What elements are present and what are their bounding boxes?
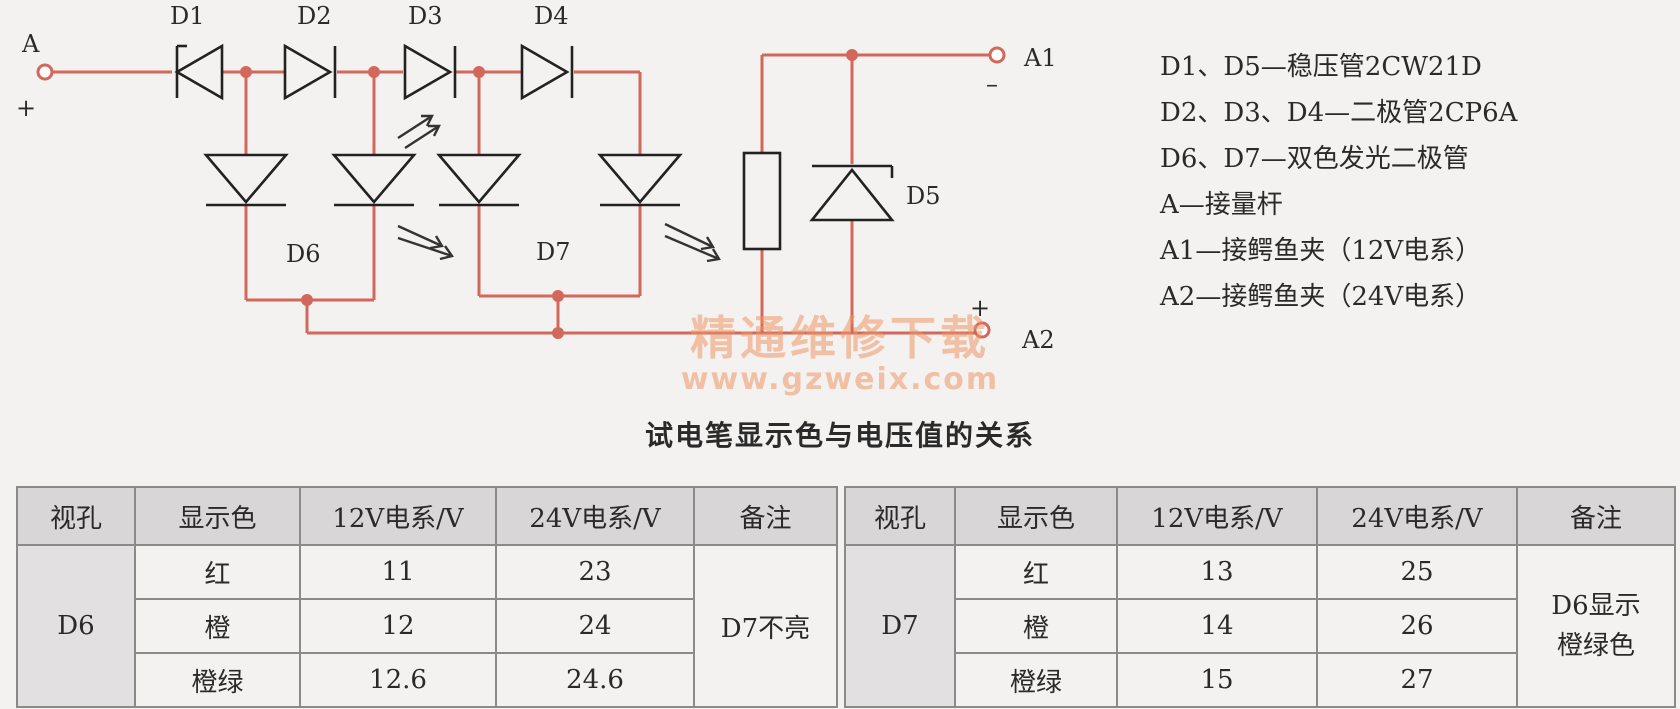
header-24v: 24V电系/V — [495, 486, 695, 546]
legend-item: A1—接鳄鱼夹（12V电系） — [1160, 236, 1482, 266]
header-color: 显示色 — [954, 486, 1118, 546]
header-24v: 24V电系/V — [1316, 486, 1518, 546]
hole-cell: D6 — [16, 544, 136, 708]
v24-cell: 23 — [495, 544, 695, 600]
terminal-a2 — [973, 321, 991, 339]
hole-cell: D7 — [844, 544, 956, 708]
color-cell: 橙绿 — [134, 652, 301, 708]
v24-cell: 26 — [1316, 598, 1518, 654]
table-row: 橙绿 12.6 24.6 — [17, 652, 837, 708]
watermark-url: www.gzweix.com — [680, 362, 1000, 397]
junction-dots — [240, 49, 858, 339]
zener-diode-d5 — [809, 164, 895, 222]
header-color: 显示色 — [134, 486, 301, 546]
color-cell: 红 — [954, 544, 1118, 600]
resistor — [742, 151, 782, 251]
component-legend: D1、D5—稳压管2CW21D D2、D3、D4—二极管2CP6A D6、D7—… — [1160, 44, 1517, 320]
note-cell: D7不亮 — [693, 544, 838, 708]
v24-cell: 24.6 — [495, 652, 695, 708]
label-d6: D6 — [286, 240, 321, 268]
table-row: 橙 12 24 — [17, 598, 837, 654]
legend-item: A2—接鳄鱼夹（24V电系） — [1160, 282, 1482, 312]
led-d7 — [436, 153, 683, 207]
v24-cell: 24 — [495, 598, 695, 654]
table-row: D7 红 13 25 D6显示橙绿色 — [844, 544, 1676, 708]
color-cell: 红 — [134, 544, 301, 600]
circuit-wires — [45, 53, 990, 335]
v24-cell: 27 — [1316, 652, 1518, 708]
label-plus-a2: + — [970, 294, 990, 322]
label-d3: D3 — [408, 2, 443, 30]
watermark: 精通维修下载 www.gzweix.com — [660, 312, 1020, 396]
terminal-a — [36, 63, 54, 81]
relation-table-d7: 视孔 显示色 12V电系/V 24V电系/V 备注 D7 红 13 25 D6显… — [844, 486, 1676, 708]
label-d4: D4 — [534, 2, 569, 30]
note-cell: D6显示橙绿色 — [1516, 544, 1676, 708]
v24-cell: 25 — [1316, 544, 1518, 600]
led-d6 — [203, 153, 417, 207]
v12-cell: 12.6 — [299, 652, 497, 708]
diode-d3 — [403, 43, 457, 101]
v12-cell: 11 — [299, 544, 497, 600]
label-a2: A2 — [1021, 326, 1055, 350]
watermark-title: 精通维修下载 — [690, 311, 990, 365]
header-hole: 视孔 — [16, 486, 136, 546]
color-cell: 橙绿 — [954, 652, 1118, 708]
terminal-a1 — [988, 46, 1006, 64]
legend-item: D6、D7—双色发光二极管 — [1160, 144, 1469, 174]
label-plus-a: + — [16, 94, 36, 122]
header-hole: 视孔 — [844, 486, 956, 546]
label-a: A — [21, 30, 40, 58]
v12-cell: 15 — [1116, 652, 1318, 708]
legend-item: D1、D5—稳压管2CW21D — [1160, 52, 1482, 82]
label-d7: D7 — [536, 238, 571, 266]
legend-item: A—接量杆 — [1160, 190, 1283, 220]
relation-table-d6: 视孔 显示色 12V电系/V 24V电系/V 备注 D6 红 11 23 D7不… — [16, 486, 838, 708]
color-cell: 橙 — [954, 598, 1118, 654]
table-row: 橙 14 26 — [845, 598, 1675, 654]
diode-d4 — [520, 43, 574, 101]
diode-d2 — [283, 43, 337, 101]
header-12v: 12V电系/V — [1116, 486, 1318, 546]
table-row: 橙绿 15 27 — [845, 652, 1675, 708]
header-note: 备注 — [693, 486, 838, 546]
table-row: D6 红 11 23 D7不亮 — [16, 544, 838, 708]
table-header-row: 视孔 显示色 12V电系/V 24V电系/V 备注 — [16, 486, 838, 546]
legend-item: D2、D3、D4—二极管2CP6A — [1160, 98, 1518, 128]
label-d1: D1 — [170, 2, 205, 30]
v12-cell: 14 — [1116, 598, 1318, 654]
circuit-diagram: D1 D2 D3 D4 D5 D6 D7 A + A1 – A2 + — [16, 2, 1057, 350]
label-d2: D2 — [297, 2, 332, 30]
table-title: 试电笔显示色与电压值的关系 — [644, 419, 1035, 452]
header-12v: 12V电系/V — [299, 486, 497, 546]
color-cell: 橙 — [134, 598, 301, 654]
header-note: 备注 — [1516, 486, 1676, 546]
table-header-row: 视孔 显示色 12V电系/V 24V电系/V 备注 — [844, 486, 1676, 546]
label-minus-a1: – — [986, 70, 998, 98]
v12-cell: 12 — [299, 598, 497, 654]
zener-diode-d1 — [174, 43, 224, 101]
label-d5: D5 — [906, 182, 941, 210]
v12-cell: 13 — [1116, 544, 1318, 600]
label-a1: A1 — [1023, 44, 1057, 72]
light-emission-arrows — [397, 114, 721, 263]
